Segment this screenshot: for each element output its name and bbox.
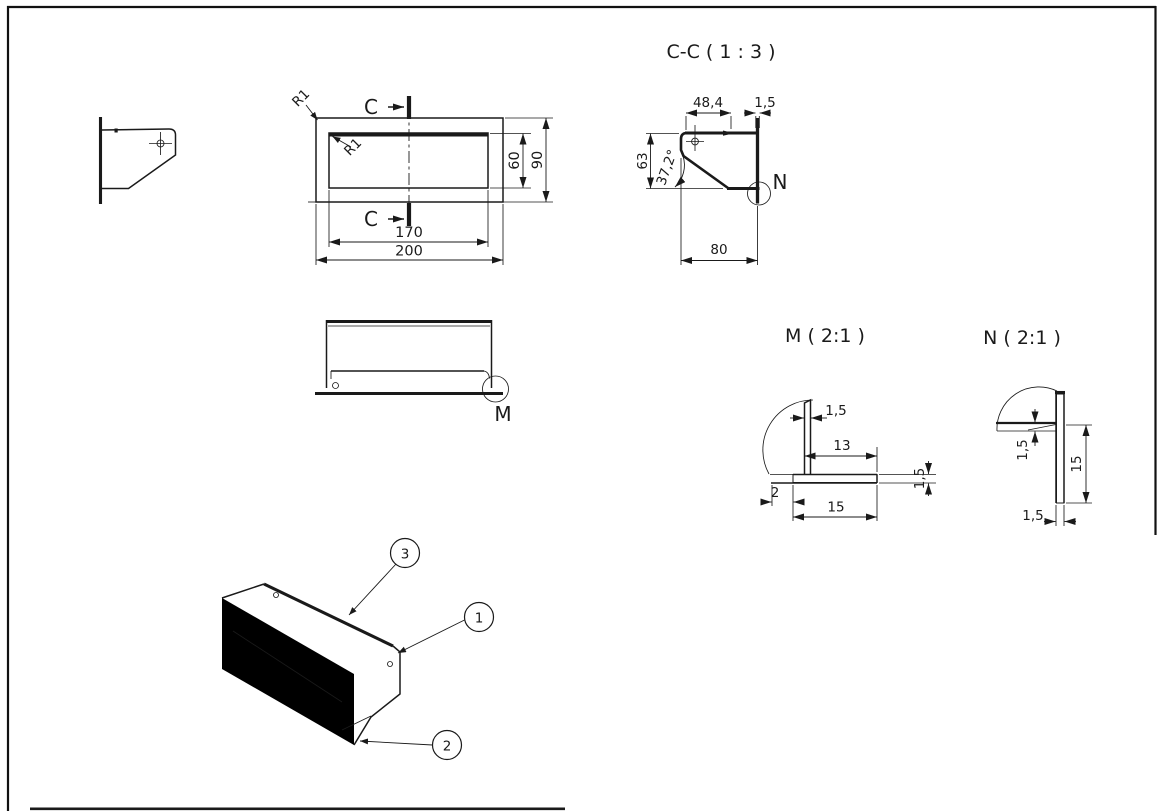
- iso-back-rim: [263, 582, 394, 648]
- balloon-1: [463, 601, 495, 633]
- detail-n-boundary-arc: [996, 386, 1058, 432]
- detail-m-circle: [482, 375, 509, 403]
- dim-outer-width: 200: [395, 244, 423, 260]
- bv-inner-steps: [330, 370, 490, 379]
- balloon-3-label: 3: [401, 547, 410, 563]
- dim-n-wall-thickness: 1,5: [1022, 508, 1043, 524]
- front-view-outer-rect: [315, 117, 504, 203]
- iso-hole-back: [273, 592, 279, 598]
- detail-n-wall-hatch: [1056, 393, 1065, 504]
- detail-n-ref-label: N: [773, 170, 788, 194]
- balloon-2: [431, 729, 463, 761]
- iso-flange-opening: [233, 614, 342, 730]
- section-letter-bottom: C: [364, 207, 378, 231]
- section-view-title: C-C ( 1 : 3 ): [667, 41, 776, 63]
- dim-m-plate-thickness: 1,5: [912, 468, 928, 489]
- inner-radius-leader: [332, 136, 352, 148]
- detail-m-plate-hatch: [792, 474, 878, 483]
- dim-m-edge-offset: 2: [771, 485, 780, 501]
- section-letter-top: C: [364, 95, 378, 119]
- dim-depth: 80: [710, 242, 727, 258]
- dim-m-inner-depth: 13: [833, 438, 850, 454]
- dim-inner-radius: R1: [341, 135, 365, 159]
- balloon-3: [389, 537, 421, 569]
- outer-radius-leader: [305, 104, 318, 121]
- cc-left-profile: [679, 131, 729, 190]
- balloon-3-leader: [348, 563, 397, 616]
- detail-n-fillet-line: [1027, 424, 1057, 431]
- front-view-inner-rect: [328, 132, 489, 189]
- section-view-cc: C-C ( 1 : 3 ) 48,4 1,5 63 37,2° 80: [635, 41, 787, 265]
- iso-end-cap: [353, 645, 401, 746]
- detail-n-circle: [747, 181, 771, 206]
- angle-arc: [674, 155, 686, 188]
- side-view-profile: [101, 128, 177, 190]
- iso-pocket-bottom-edge: [341, 715, 372, 731]
- dim-outer-radius: R1: [289, 86, 313, 110]
- detail-m-ref-label: M: [494, 402, 511, 426]
- dim-inner-height: 60: [507, 151, 523, 169]
- dim-top-offset: 48,4: [693, 95, 723, 111]
- detail-m-boundary-arc: [762, 399, 814, 475]
- detail-m-wall: [803, 398, 812, 474]
- balloon-1-label: 1: [475, 611, 484, 627]
- iso-view: 3 1 2: [221, 537, 495, 761]
- iso-top-left-edge: [221, 583, 265, 599]
- side-view: [98, 117, 177, 204]
- detail-n-title: N ( 2:1 ): [983, 327, 1061, 349]
- side-view-edge-tick: [114, 128, 118, 133]
- dim-section-height: 63: [635, 152, 651, 169]
- balloon-1-leader: [397, 619, 465, 654]
- dim-n-wall-height: 15: [1069, 455, 1085, 472]
- dim-angle: 37,2°: [653, 148, 681, 188]
- bottom-view: M: [315, 319, 512, 426]
- cc-edge-arrow: [723, 130, 734, 136]
- sheet-border: [6, 5, 1157, 811]
- front-view: C C R1 R1 60 90 170 200: [289, 86, 553, 265]
- balloon-2-label: 2: [443, 739, 452, 755]
- dim-wall-thickness: 1,5: [754, 95, 775, 111]
- dim-inner-width: 170: [395, 225, 423, 241]
- detail-m-title: M ( 2:1 ): [785, 325, 865, 347]
- dim-n-flange-thickness: 1,5: [1015, 439, 1031, 460]
- dim-m-outer-depth: 15: [827, 500, 844, 516]
- detail-view-m: M ( 2:1 ) 1,5 13 1,5 2 15: [760, 325, 936, 521]
- iso-back-wall-edge: [232, 630, 343, 703]
- balloon-2-leader: [359, 738, 433, 746]
- iso-hole-end: [387, 661, 393, 667]
- dim-outer-height: 90: [530, 151, 546, 169]
- detail-view-n: N ( 2:1 ) 1,5 15 1,5: [983, 327, 1092, 526]
- bv-hole: [332, 382, 339, 389]
- dim-m-wall-thickness: 1,5: [825, 403, 846, 419]
